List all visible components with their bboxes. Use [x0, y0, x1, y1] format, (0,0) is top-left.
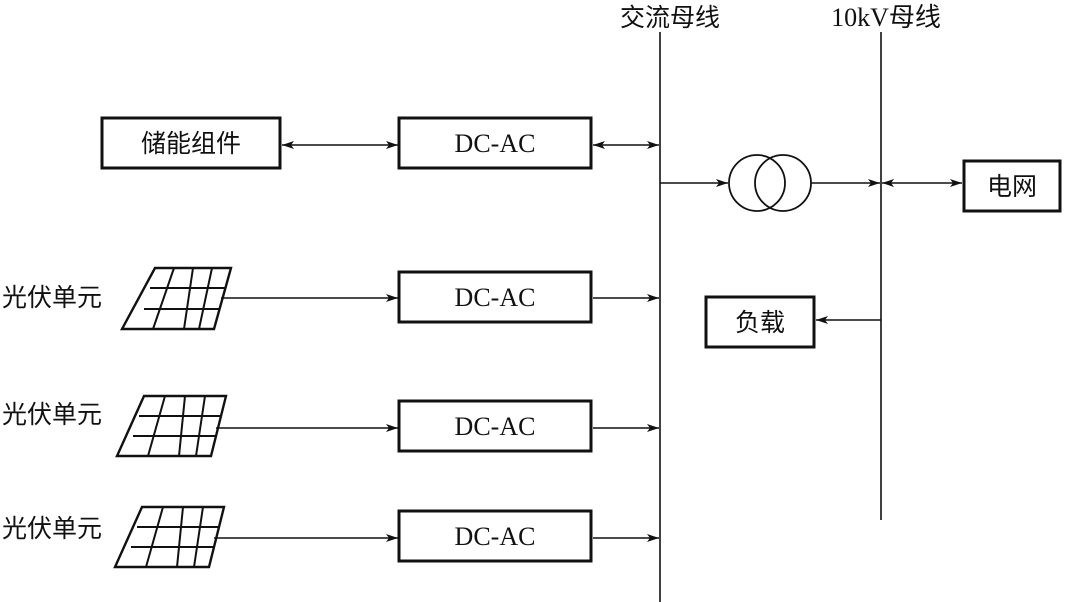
pv-dcac-box: [397, 270, 593, 324]
pv-unit-3: 光伏单元 DC-AC: [2, 505, 659, 569]
pv-unit-label: 光伏单元: [2, 400, 102, 429]
pv-dcac-label: DC-AC: [455, 522, 536, 551]
pv-unit-2: 光伏单元 DC-AC: [2, 394, 659, 458]
solar-panel-icon: [113, 505, 226, 569]
pv-dcac-label: DC-AC: [455, 283, 536, 312]
solar-panel-icon: [119, 266, 233, 331]
grid-label: 电网: [987, 172, 1037, 201]
pv-unit-label: 光伏单元: [2, 514, 102, 543]
load-box: [704, 295, 816, 349]
kv10-bus-label: 10kV母线: [831, 3, 941, 32]
load-label: 负载: [735, 308, 785, 337]
transformer-icon: [728, 154, 812, 212]
storage-label: 储能组件: [141, 129, 241, 158]
solar-panel-icon: [115, 394, 228, 458]
storage-dcac-label: DC-AC: [455, 129, 536, 158]
pv-dcac-box: [397, 399, 593, 453]
pv-unit-label: 光伏单元: [2, 283, 102, 312]
storage-dcac-box: [397, 116, 593, 170]
pv-dcac-box: [397, 509, 593, 563]
storage-box: [100, 116, 282, 170]
pv-dcac-label: DC-AC: [455, 412, 536, 441]
ac-bus-label: 交流母线: [620, 3, 720, 32]
grid-box: [962, 159, 1062, 213]
pv-unit-1: 光伏单元 DC-AC: [2, 266, 659, 331]
